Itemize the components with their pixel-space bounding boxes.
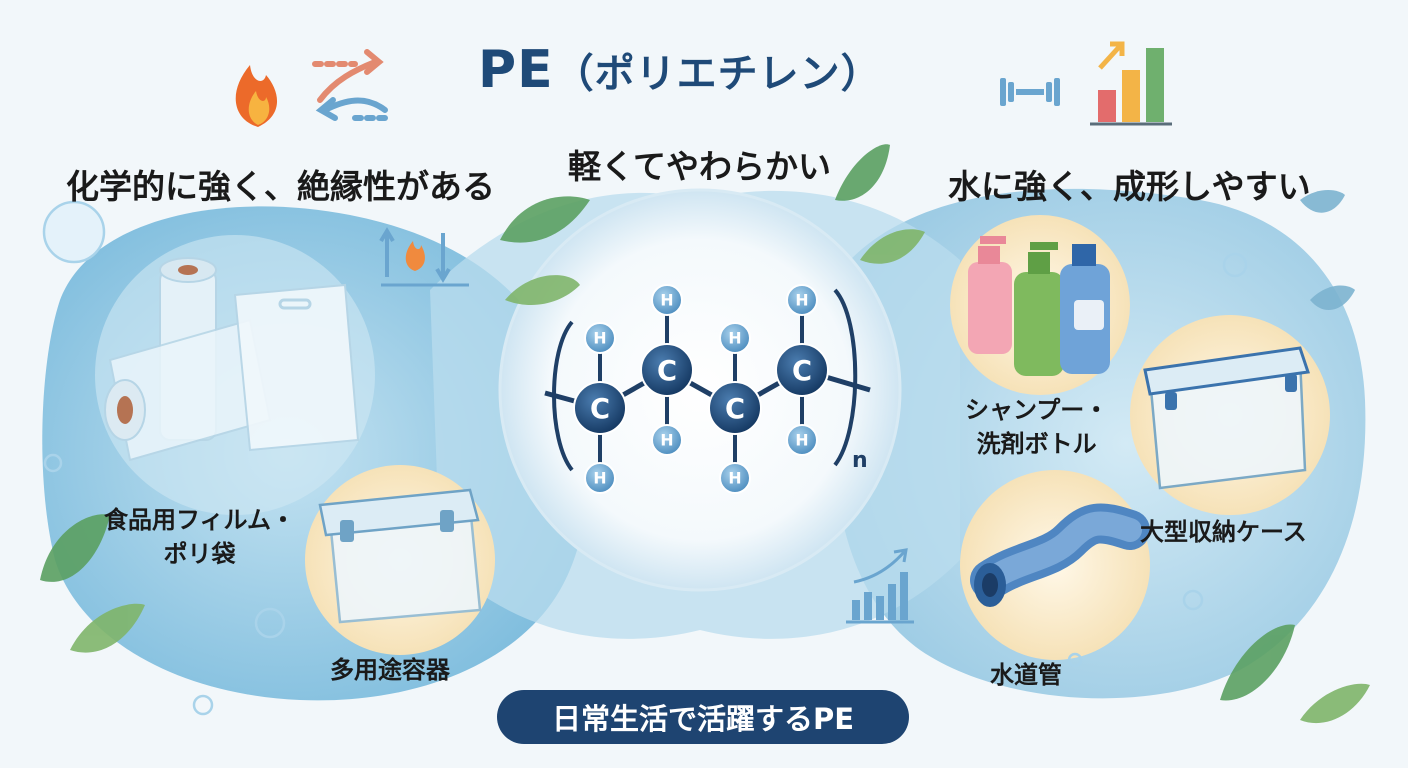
footer-banner: 日常生活で活躍するPE (497, 690, 909, 744)
pe-molecule-diagram: H H H H H H H H C C C Cn (544, 284, 871, 494)
svg-text:H: H (728, 329, 741, 348)
dumbbell-icon (1000, 78, 1060, 106)
heading-chemical-resistance: 化学的に強く、絶縁性がある (66, 167, 495, 206)
svg-text:C: C (725, 394, 745, 425)
carbon-atom: C (775, 343, 829, 397)
swap-arrows-icon (312, 49, 388, 121)
leaves (40, 144, 1370, 724)
bubbles (42, 200, 1248, 716)
page-title: PE（ポリエチレン） (478, 40, 882, 100)
right-bracket (833, 288, 858, 467)
hydrogen-atom: H (719, 462, 751, 494)
label-water-pipe: 水道管 (990, 661, 1062, 689)
hydrogen-atom: H (584, 462, 616, 494)
multi-container-icon (318, 488, 482, 624)
storage-case-icon (1143, 346, 1310, 490)
carbon-atom: C (573, 381, 627, 435)
left-bracket (552, 320, 574, 472)
water-pipe-icon (970, 503, 1150, 607)
svg-text:H: H (795, 291, 808, 310)
label-multi-container: 多用途容器 (330, 656, 450, 684)
heading-light-soft: 軽くてやわらかい (568, 147, 832, 186)
svg-text:C: C (657, 356, 677, 387)
bottles-icon (968, 236, 1110, 376)
heading-water-resistance: 水に強く、成形しやすい (948, 167, 1311, 206)
growth-chart-icon (846, 548, 914, 624)
label-storage-case: 大型収納ケース (1140, 518, 1307, 546)
label-bottles: シャンプー・ 洗剤ボトル (965, 396, 1109, 458)
carbon-atom: C (640, 343, 694, 397)
food-film-roll-icon (104, 257, 272, 462)
hydrogen-atom: H (786, 424, 818, 456)
hydrogen-atom: H (584, 322, 616, 354)
carbon-atom: C (708, 381, 762, 435)
svg-text:H: H (593, 469, 606, 488)
hydrogen-atom: H (719, 322, 751, 354)
svg-text:H: H (660, 431, 673, 450)
hydrogen-atom: H (651, 424, 683, 456)
heat-resistance-icon (379, 227, 469, 287)
label-food-film: 食品用フィルム・ ポリ袋 (104, 506, 296, 568)
svg-text:H: H (660, 291, 673, 310)
bar-chart-icon (1090, 41, 1172, 126)
svg-text:H: H (593, 329, 606, 348)
repeat-subscript: n (852, 448, 868, 473)
plastic-bag-icon (233, 283, 360, 452)
hydrogen-atom: H (786, 284, 818, 316)
svg-text:C: C (792, 356, 812, 387)
svg-text:C: C (590, 394, 610, 425)
flame-icon (235, 65, 278, 127)
hydrogen-atom: H (651, 284, 683, 316)
svg-text:H: H (728, 469, 741, 488)
svg-text:H: H (795, 431, 808, 450)
